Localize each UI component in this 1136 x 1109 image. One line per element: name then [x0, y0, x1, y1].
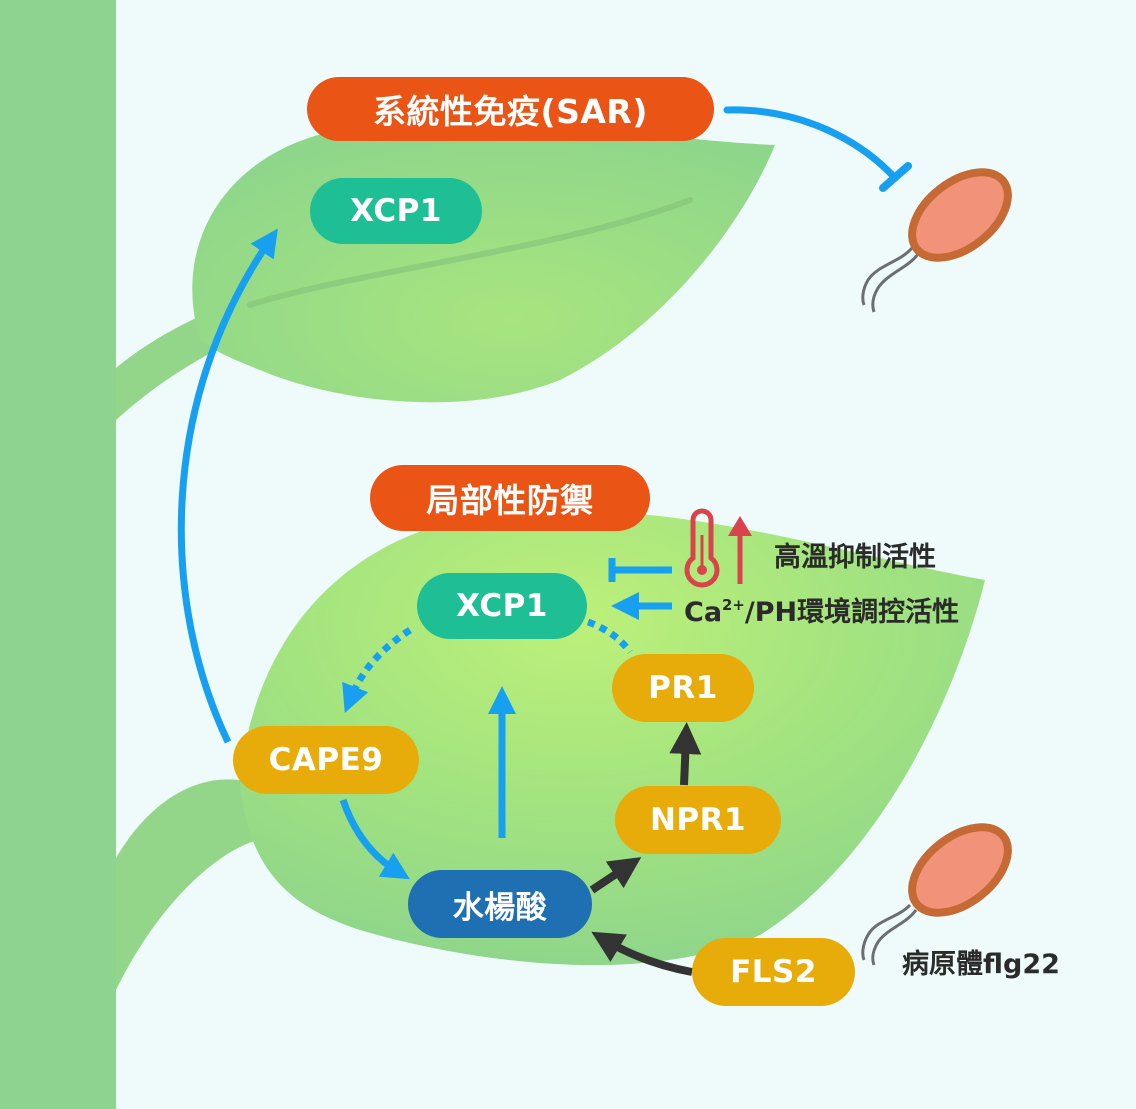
- node-xcp1-local: XCP1: [417, 573, 587, 639]
- node-cape9: CAPE9: [233, 726, 419, 794]
- node-npr1: NPR1: [615, 786, 781, 854]
- local-defense-label: 局部性防禦: [370, 465, 650, 531]
- thermometer-icon: [684, 508, 720, 588]
- ca-ph-suffix: /PH環境調控活性: [744, 597, 960, 628]
- node-pr1: PR1: [612, 654, 754, 722]
- dotted-pr1-to-xcp1: [586, 618, 633, 655]
- top-leaf: [192, 122, 775, 403]
- ca-ph-label: Ca2+/PH環境調控活性: [684, 590, 959, 629]
- ca-ph-superscript: 2+: [722, 595, 745, 614]
- high-temp-label: 高溫抑制活性: [774, 542, 936, 573]
- arrow-up-icon: [728, 516, 752, 584]
- arrow-salicylic-acid-to-npr1: [589, 857, 642, 894]
- bacterium-icon-flg22: [861, 823, 1012, 966]
- inhibit-bar-sar: [879, 162, 912, 192]
- systemic-immunity-label: 系統性免疫(SAR): [307, 77, 714, 141]
- node-xcp1-systemic: XCP1: [310, 178, 482, 244]
- arrow-npr1-to-pr1: [669, 722, 702, 786]
- top-leaf-vein: [247, 197, 693, 308]
- lower-branch: [116, 779, 258, 990]
- inhibit-sar-to-pathogen: [723, 106, 899, 182]
- dotted-xcp1-to-cape9: [342, 627, 412, 713]
- arrow-cape9-to-systemic-xcp1: [177, 228, 278, 744]
- plant-stem: [0, 0, 116, 1109]
- ca-ph-prefix: Ca: [684, 597, 723, 628]
- arrow-fls2-to-salicylic-acid: [591, 931, 693, 976]
- node-salicylic-acid: 水楊酸: [408, 870, 592, 938]
- node-fls2: FLS2: [692, 938, 855, 1006]
- pathogen-flg22-label: 病原體flg22: [902, 949, 1060, 980]
- bacterium-icon-systemic: [861, 168, 1012, 313]
- arrow-cape9-to-salicylic-acid: [339, 798, 410, 880]
